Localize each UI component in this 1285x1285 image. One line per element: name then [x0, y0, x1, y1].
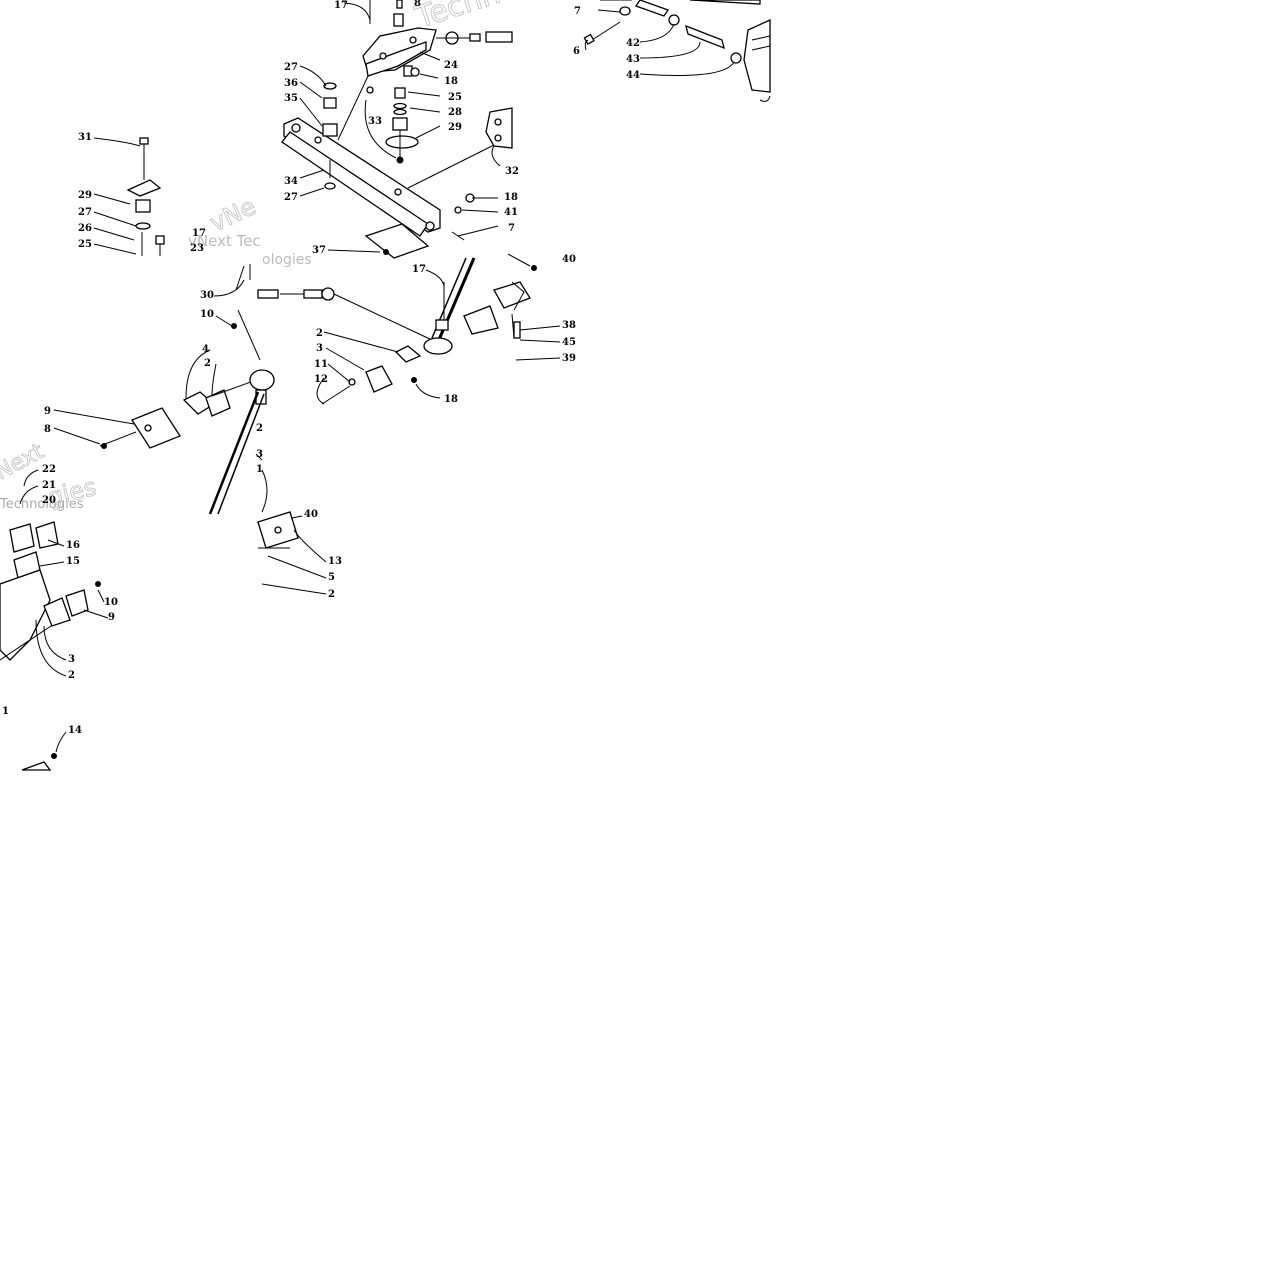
- callout-number: 40: [562, 254, 576, 265]
- callout-number: 35: [284, 93, 298, 104]
- callout-number: 8: [44, 424, 51, 435]
- callout-number: 17: [334, 0, 348, 11]
- callout-number: 21: [42, 480, 56, 491]
- callout-number: 18: [444, 76, 458, 87]
- callout-number: 18: [504, 192, 518, 203]
- callout-number: 8: [414, 0, 421, 9]
- callout-number: 33: [368, 116, 382, 127]
- callout-number: 40: [304, 509, 318, 520]
- callout-number: 1: [2, 706, 9, 717]
- callout-number: 2: [204, 358, 211, 369]
- callout-number: 32: [505, 166, 519, 177]
- callout-number: 42: [626, 38, 640, 49]
- callout-number: 41: [504, 207, 518, 218]
- callout-number: 10: [104, 597, 118, 608]
- callout-number: 7: [508, 223, 515, 234]
- callout-number: 10: [200, 309, 214, 320]
- callout-number: 11: [314, 359, 328, 370]
- callout-labels: 17 8 24 18 27 36 35 33 25 28 25 29 34 27…: [2, 0, 640, 736]
- callout-number: 3: [316, 343, 323, 354]
- callout-number: 9: [44, 406, 51, 417]
- watermark: vNext Tec: [188, 232, 261, 250]
- callout-number: 25: [448, 92, 462, 103]
- callout-number: 28: [448, 107, 462, 118]
- callout-number: 22: [42, 464, 56, 475]
- callout-number: 14: [68, 725, 82, 736]
- callout-number: 7: [574, 6, 581, 17]
- callout-number: 3: [68, 654, 75, 665]
- callout-number: 13: [328, 556, 342, 567]
- callout-number: 20: [42, 495, 56, 506]
- callout-number: 34: [284, 176, 298, 187]
- callout-number: 2: [316, 328, 323, 339]
- callout-number: 44: [626, 70, 640, 81]
- callout-number: 37: [312, 245, 326, 256]
- callout-number: 2: [256, 423, 263, 434]
- callout-number: 30: [200, 290, 214, 301]
- callout-number: 6: [573, 46, 580, 57]
- callout-number: 43: [626, 54, 640, 65]
- callout-number: 4: [202, 344, 209, 355]
- callout-number: 39: [562, 353, 576, 364]
- callout-number: 9: [108, 612, 115, 623]
- callout-number: 24: [444, 60, 458, 71]
- callout-number: 2: [68, 670, 75, 681]
- watermark: vNe: [206, 192, 260, 237]
- callout-number: 1: [256, 464, 263, 475]
- callout-number: 45: [562, 337, 576, 348]
- callout-number: 17: [412, 264, 426, 275]
- callout-number: 27: [284, 192, 298, 203]
- callout-number: 17: [192, 228, 206, 239]
- callout-number: 31: [78, 132, 92, 143]
- callout-number: 2: [328, 589, 335, 600]
- callout-number: 27: [284, 62, 298, 73]
- watermark: Next: [0, 439, 48, 485]
- watermark: ologies: [262, 252, 312, 268]
- parts-drawing: [0, 0, 771, 771]
- callout-number: 23: [190, 243, 204, 254]
- callout-number: 16: [66, 540, 80, 551]
- callout-number: 29: [78, 190, 92, 201]
- callout-number: 26: [78, 223, 92, 234]
- callout-number: 12: [314, 374, 328, 385]
- callout-number: 25: [78, 239, 92, 250]
- callout-number: 36: [284, 78, 298, 89]
- callout-number: 38: [562, 320, 576, 331]
- callout-number: 29: [448, 122, 462, 133]
- callout-number: 3: [256, 449, 263, 460]
- callout-number: 5: [328, 572, 335, 583]
- callout-number: 18: [444, 394, 458, 405]
- callout-number: 27: [78, 207, 92, 218]
- callout-number: 15: [66, 556, 80, 567]
